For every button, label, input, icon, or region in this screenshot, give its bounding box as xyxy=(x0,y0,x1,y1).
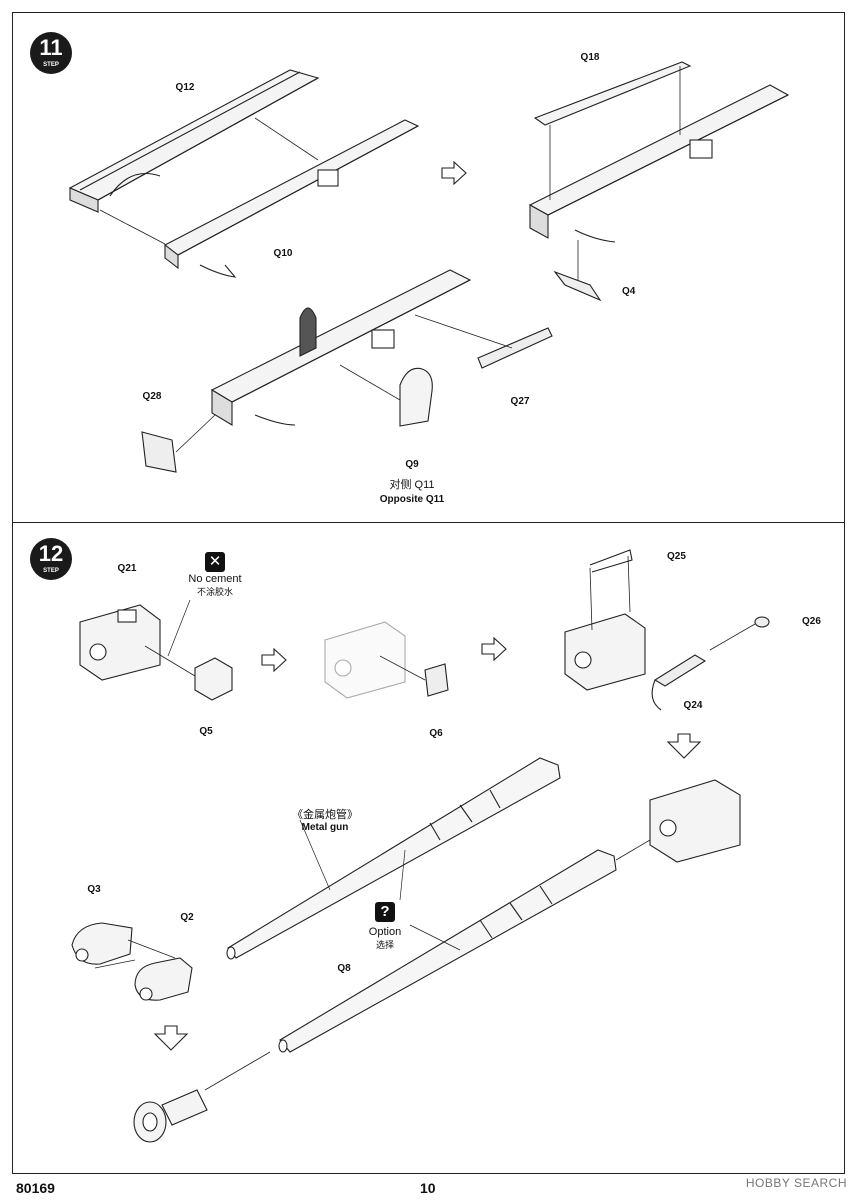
rail-q10 xyxy=(163,119,420,278)
question-icon: ? xyxy=(375,902,395,922)
step-word: STEP xyxy=(43,62,59,68)
step-word: STEP xyxy=(43,568,59,574)
metal-gun-barrel xyxy=(226,757,561,960)
opposite-label-cn: 对侧 Q11 xyxy=(389,479,435,491)
no-cement-note: No cement 不涂胶水 xyxy=(188,573,241,598)
product-code: 80169 xyxy=(16,1180,55,1196)
part-label: Q8 xyxy=(337,963,351,974)
part-label: Q5 xyxy=(199,726,213,737)
part-label: Q25 xyxy=(667,551,686,562)
part-label: Q28 xyxy=(142,391,162,402)
watermark: HOBBY SEARCH xyxy=(745,1176,847,1190)
option-cn: 选择 xyxy=(375,940,395,950)
step-number: 12 xyxy=(38,541,64,566)
muzzle-q2 xyxy=(134,957,193,1001)
breech-q21-ghost xyxy=(324,621,406,699)
rail-assembly-q18 xyxy=(528,61,790,243)
page-frame xyxy=(12,12,845,1174)
step-11-badge: 11 STEP xyxy=(30,32,72,74)
opposite-label-en: Opposite Q11 xyxy=(379,494,445,505)
part-label: Q24 xyxy=(683,700,703,711)
no-cement-cn: 不涂胶水 xyxy=(196,587,234,597)
x-icon: ✕ xyxy=(205,552,225,572)
part-label: Q6 xyxy=(429,728,443,739)
metal-gun-en: Metal gun xyxy=(301,822,349,833)
step-12-badge: 12 STEP xyxy=(30,538,72,580)
part-label: Q9 xyxy=(405,459,419,470)
part-label: Q21 xyxy=(117,563,137,574)
option-note: Option 选择 xyxy=(369,926,401,951)
part-label: Q18 xyxy=(580,52,600,63)
muzzle-assembled xyxy=(133,1089,208,1143)
part-label: Q4 xyxy=(622,286,636,297)
rail-assembly-lower xyxy=(210,269,472,426)
metal-gun-cn: 《金属炮管》 xyxy=(292,809,358,821)
step-number: 11 xyxy=(39,35,63,60)
part-label: Q3 xyxy=(87,884,101,895)
block-q5 xyxy=(194,657,233,701)
rail-q12 xyxy=(68,69,320,213)
part-label: Q2 xyxy=(180,912,194,923)
breech-assembly-right xyxy=(564,549,770,711)
part-label: Q27 xyxy=(510,396,530,407)
barrel-q8 xyxy=(204,839,651,1091)
part-label: Q26 xyxy=(802,616,821,627)
no-cement-en: No cement xyxy=(188,573,242,585)
muzzle-q3 xyxy=(71,922,133,965)
page-number: 10 xyxy=(420,1180,436,1196)
metal-gun-note: 《金属炮管》 Metal gun xyxy=(292,806,358,833)
breech-final xyxy=(649,779,741,863)
part-label: Q10 xyxy=(273,248,293,259)
breech-q21 xyxy=(79,604,161,681)
step-divider xyxy=(12,522,845,523)
part-label: Q12 xyxy=(175,82,195,93)
option-en: Option xyxy=(368,926,402,938)
